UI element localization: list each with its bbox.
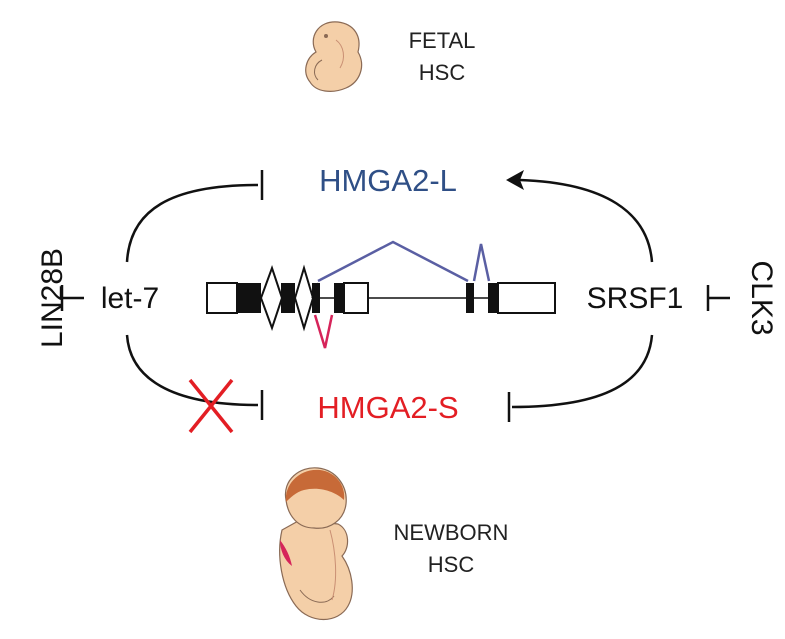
newborn-label-line2: HSC — [428, 552, 475, 577]
fetal-label-line2: HSC — [419, 60, 466, 85]
blocked-cross-icon — [188, 378, 234, 434]
hmga2-l-label: HMGA2-L — [319, 163, 457, 198]
hmga2-gene-structure — [206, 264, 556, 332]
srsf1-inhibits-hmga2s-arc — [511, 334, 654, 409]
fetus-icon — [305, 21, 363, 92]
newborn-label-line1: NEWBORN — [394, 520, 509, 545]
srsf1-activates-hmga2l-arc — [519, 178, 654, 263]
long-isoform-splice-junction-2 — [472, 243, 491, 282]
fetal-label-line1: FETAL — [409, 28, 476, 53]
activation-arrowhead — [506, 170, 524, 190]
clk3-label: CLK3 — [745, 260, 778, 335]
srsf1-label: SRSF1 — [587, 282, 684, 315]
let7-label: let-7 — [101, 282, 159, 315]
newborn-baby-icon — [279, 467, 353, 620]
long-isoform-splice-junction — [317, 240, 469, 283]
let7-inhibits-hmga2l-arc — [125, 183, 259, 263]
short-isoform-splice-junction — [313, 314, 334, 349]
let7-hmga2s-arc — [125, 334, 259, 407]
hmga2-s-label: HMGA2-S — [317, 390, 458, 425]
